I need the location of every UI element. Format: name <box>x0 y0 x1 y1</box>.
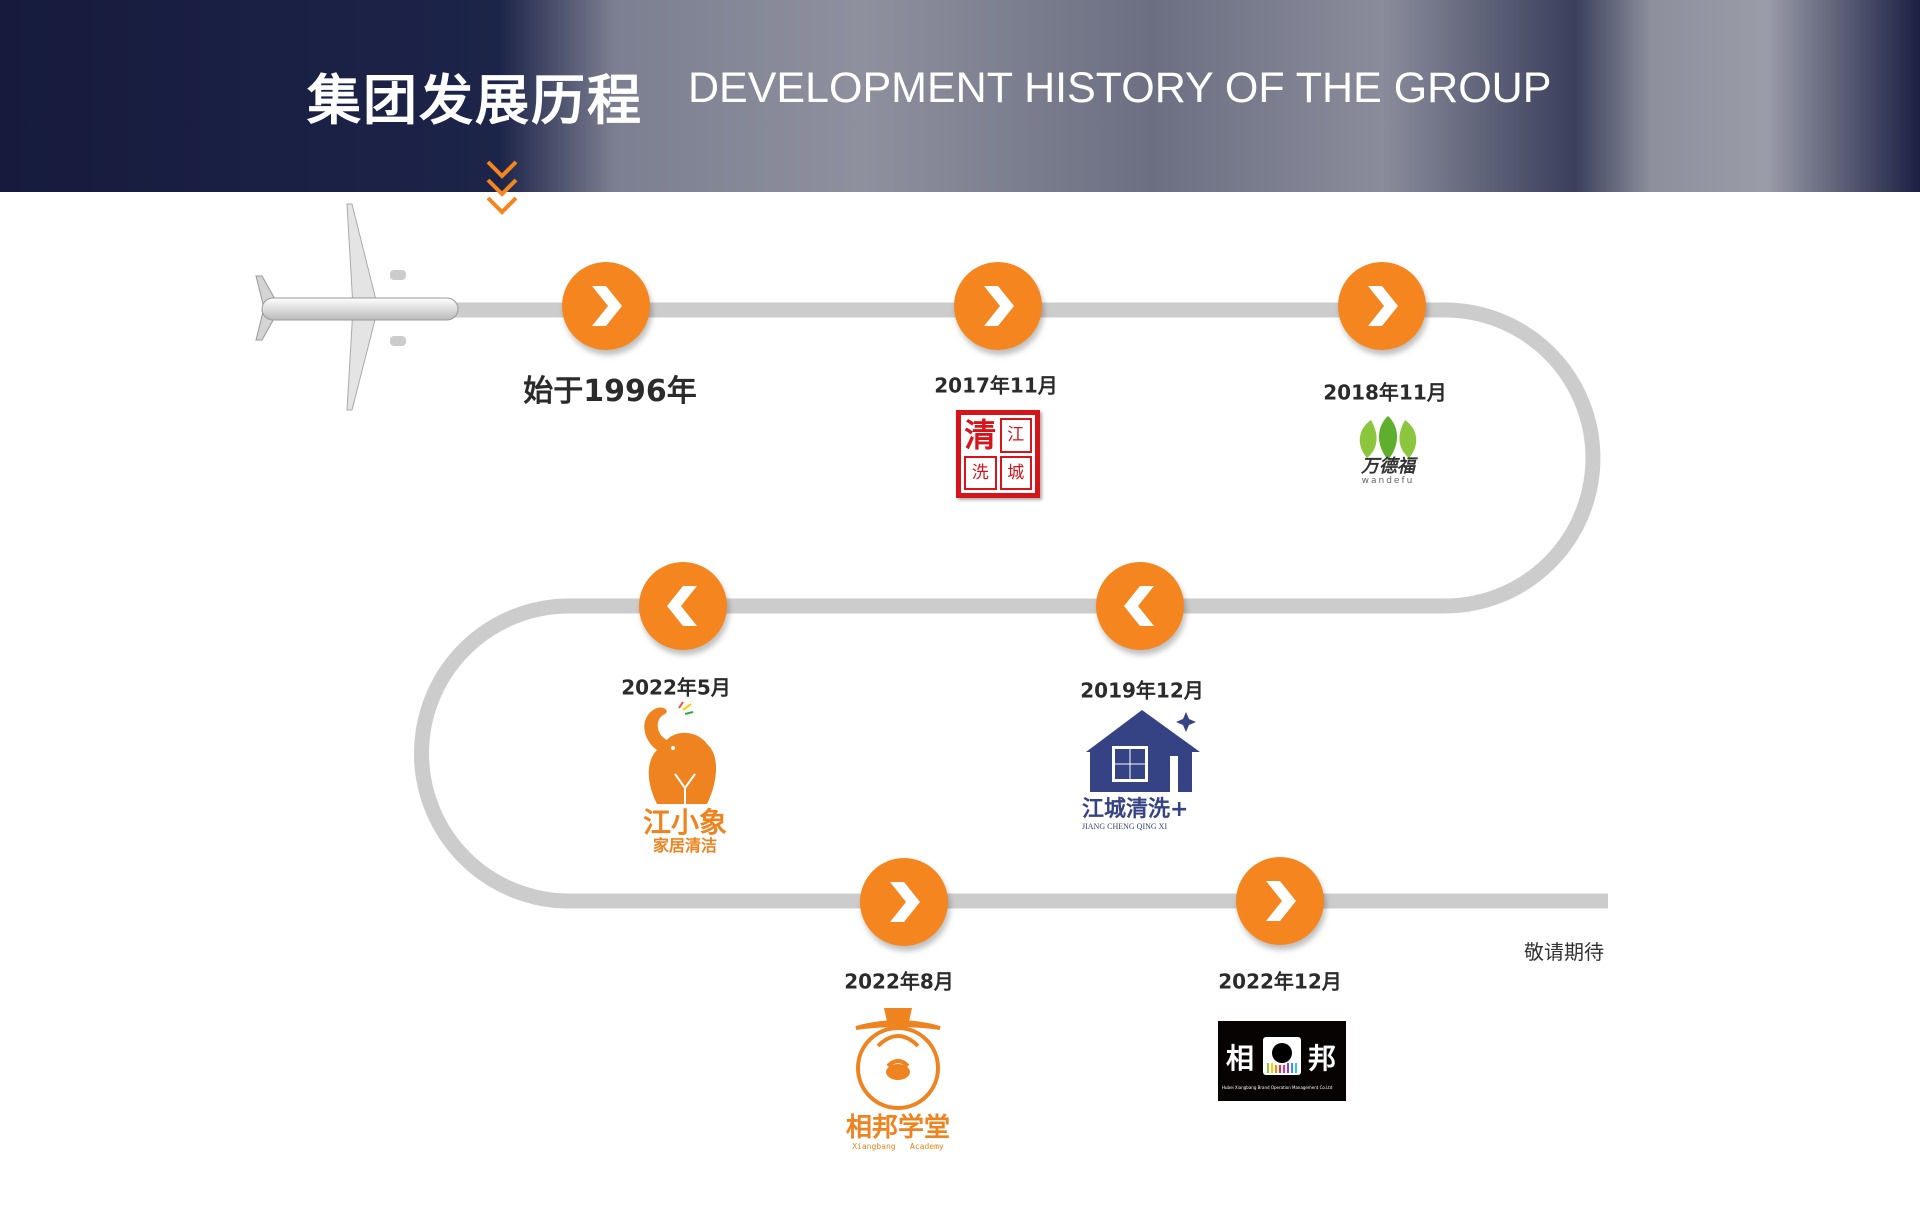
chevron-left-icon <box>1124 586 1154 626</box>
milestone-node-2018-11[interactable] <box>1338 262 1426 350</box>
wandefu-logo: 万德福 wandefu <box>1350 414 1426 486</box>
house-icon <box>1086 710 1200 792</box>
scholar-icon <box>855 1008 941 1110</box>
header-banner: 集团发展历程 DEVELOPMENT HISTORY OF THE GROUP <box>0 0 1920 192</box>
milestone-node-2022-12[interactable] <box>1236 857 1324 945</box>
airplane-icon <box>255 203 459 411</box>
milestone-label: 2018年11月 <box>1323 380 1447 405</box>
chevron-right-icon <box>984 286 1014 326</box>
milestone-label: 2022年5月 <box>621 675 731 700</box>
xiangbang-logo: 相 邦 Hubei Xiangbang Brand Operation Mana… <box>1218 1021 1346 1101</box>
milestone-node-2022-08[interactable] <box>860 858 948 946</box>
chevron-right-icon <box>890 882 920 922</box>
milestone-node-1996[interactable] <box>562 262 650 350</box>
elephant-icon <box>644 701 717 804</box>
chevron-right-icon <box>1266 881 1296 921</box>
chevron-left-icon <box>667 586 697 626</box>
page-title-cn: 集团发展历程 <box>307 69 643 132</box>
xiangbang-academy-logo: 相邦学堂 Xiangbang Academy <box>836 1006 960 1151</box>
coming-soon-text: 敬请期待 <box>1524 940 1604 964</box>
milestone-label: 2022年8月 <box>844 969 954 994</box>
jiangcheng-logo: 江城清洗+ JIANG CHENG QING XI <box>1082 706 1206 831</box>
milestone-label: 始于1996年 <box>523 374 697 409</box>
milestone-node-2019-12[interactable] <box>1096 562 1184 650</box>
chevron-right-icon <box>1368 286 1398 326</box>
milestone-label: 2017年11月 <box>934 373 1058 398</box>
chevrons-down-icon <box>486 160 518 215</box>
milestone-label: 2022年12月 <box>1218 969 1342 994</box>
chevron-right-icon <box>592 286 622 326</box>
camera-icon <box>1263 1037 1301 1075</box>
milestone-node-2017-11[interactable] <box>954 262 1042 350</box>
milestone-label: 2019年12月 <box>1080 678 1204 703</box>
qingjiang-logo: 清 江 洗 城 <box>956 410 1040 498</box>
page-title-en: DEVELOPMENT HISTORY OF THE GROUP <box>688 64 1552 112</box>
leaves-icon <box>1359 416 1417 460</box>
milestone-node-2022-05[interactable] <box>639 562 727 650</box>
jiangxiaoxiang-logo: 江小象 家居清洁 <box>630 700 740 855</box>
